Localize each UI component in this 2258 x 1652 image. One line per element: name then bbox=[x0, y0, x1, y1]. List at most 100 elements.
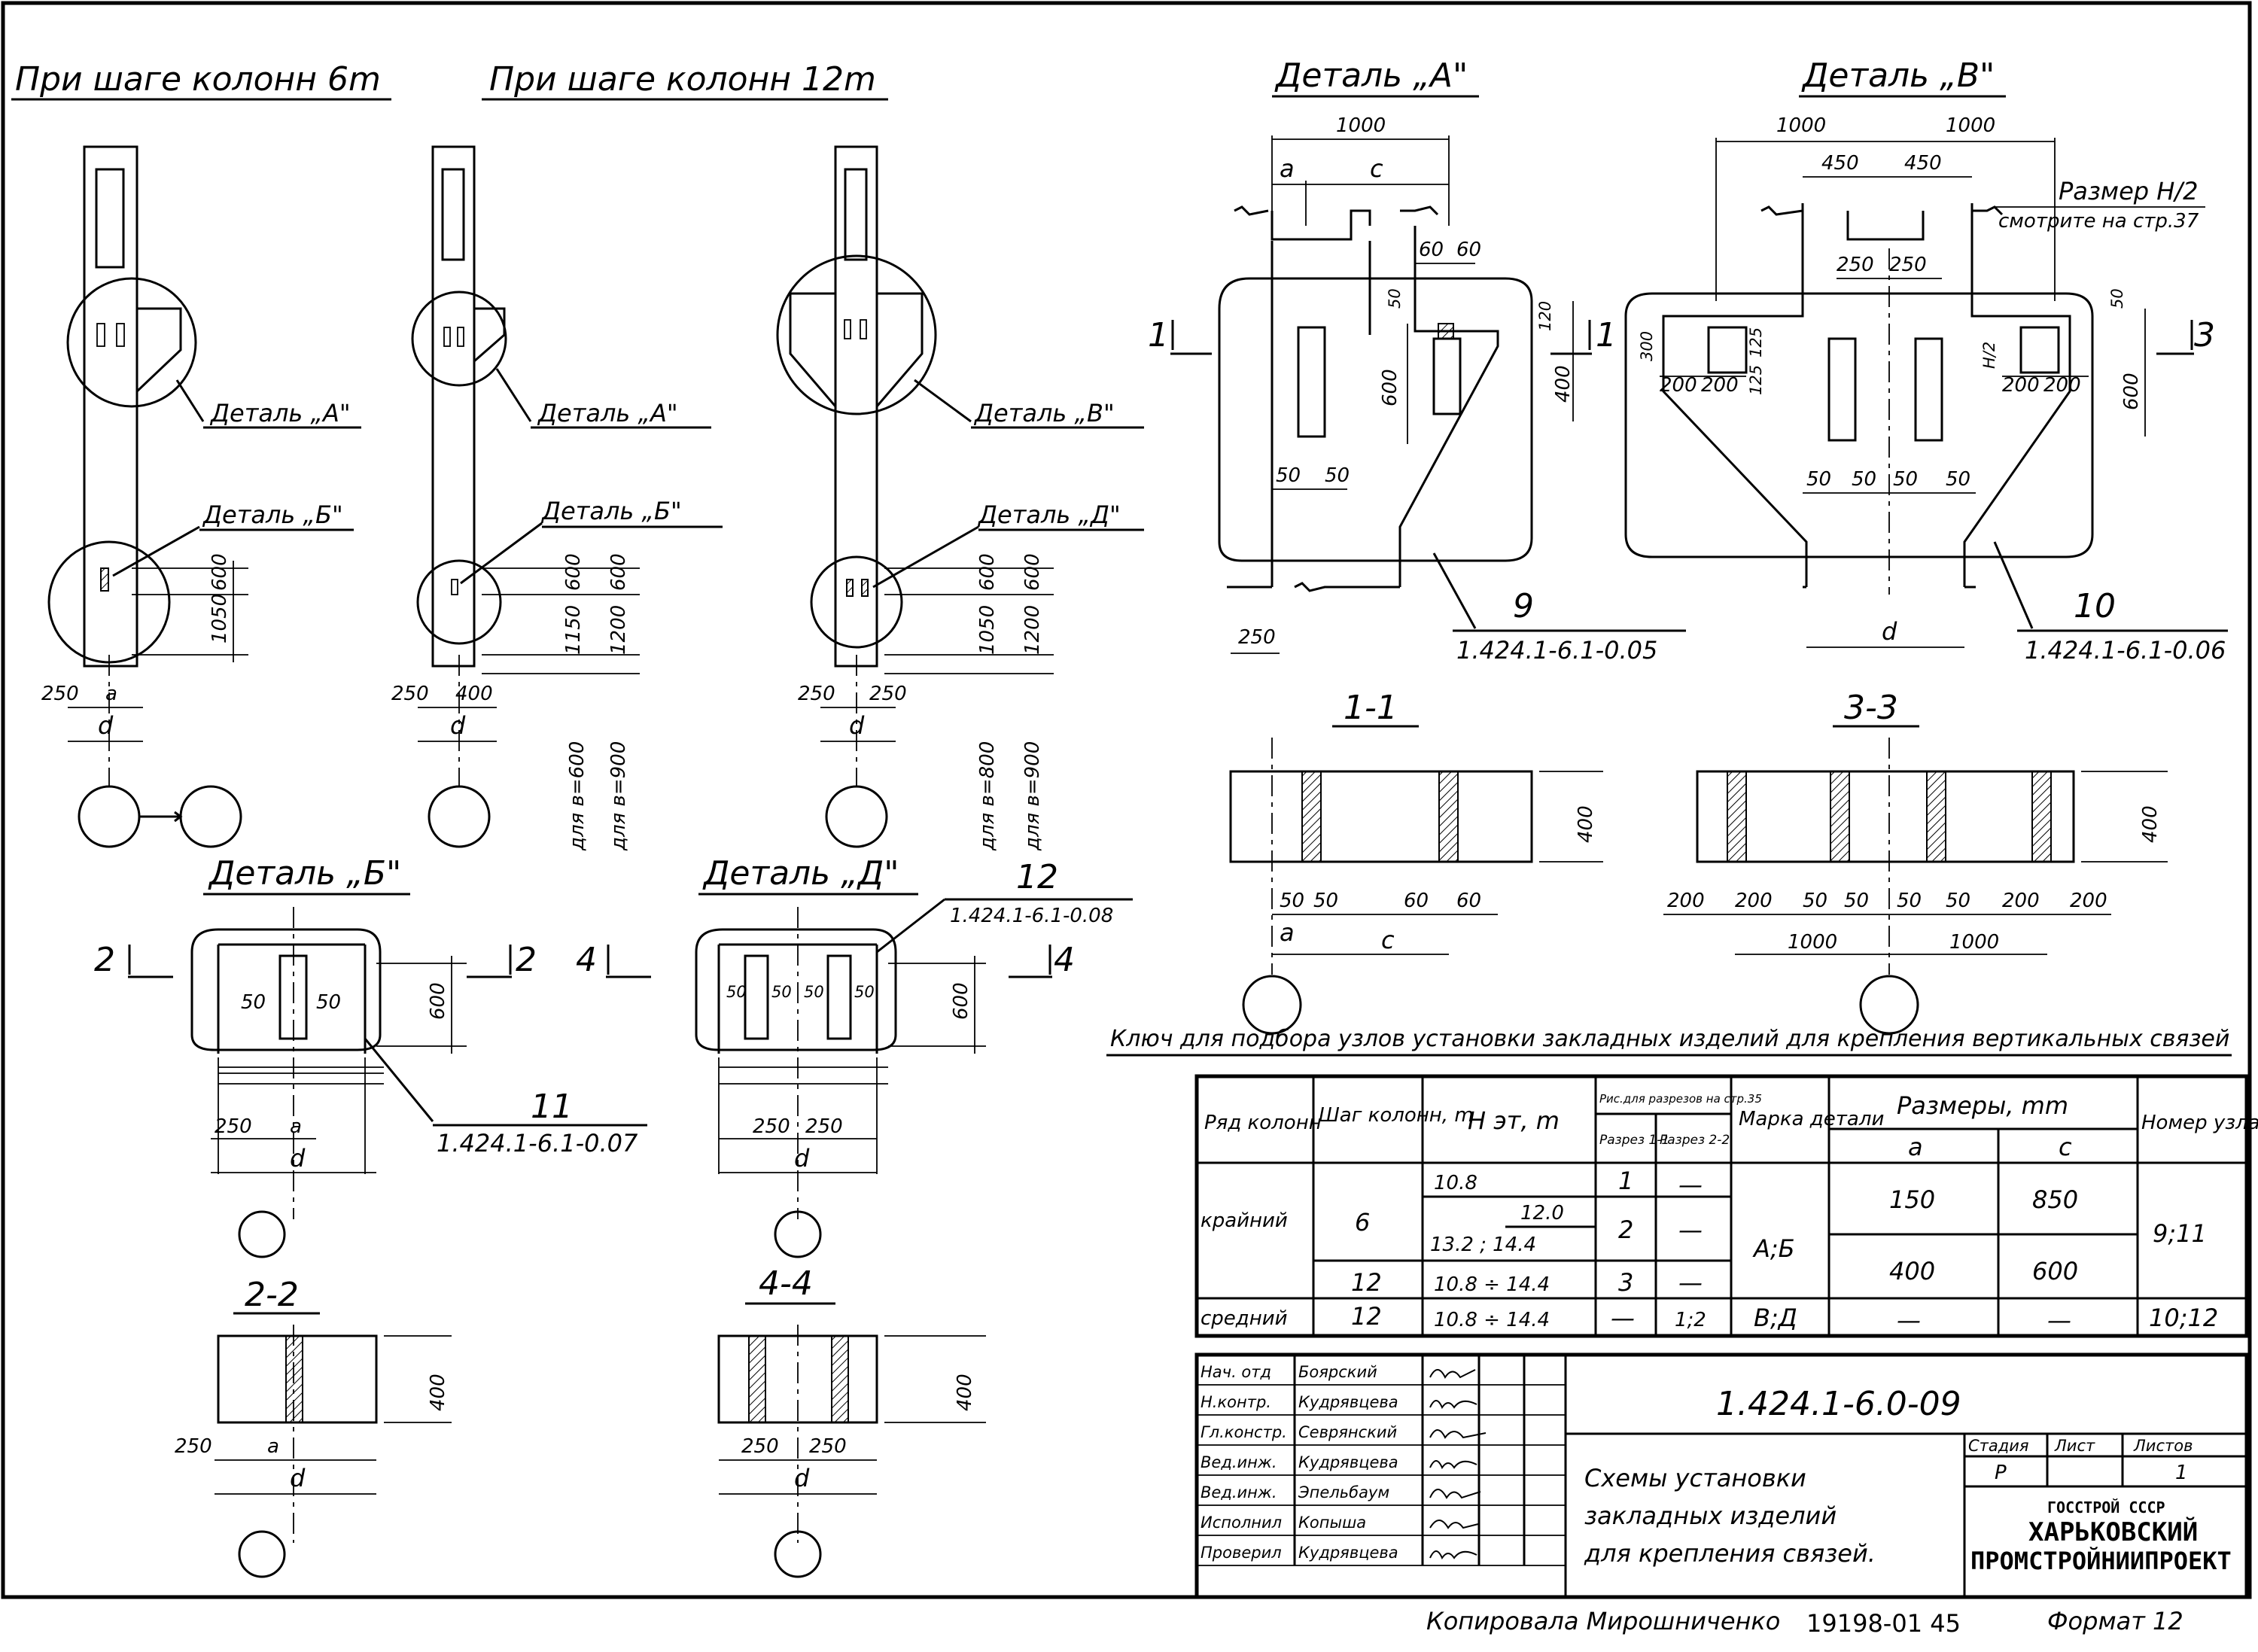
td-mark-vd: В;Д bbox=[1754, 1304, 1797, 1332]
callout-detail-v: Деталь „В" bbox=[973, 399, 1115, 427]
dim-250-detd1: 250 bbox=[753, 1115, 790, 1138]
dim-50-v: 50 bbox=[2108, 288, 2126, 309]
dim-250-v2: 250 bbox=[1889, 254, 1927, 276]
dim-250-detd2: 250 bbox=[805, 1115, 843, 1138]
callout-detail-a-2: Деталь „А" bbox=[537, 399, 678, 427]
dim-50-b2: 50 bbox=[316, 991, 341, 1014]
dim-200-v2: 200 bbox=[1701, 374, 1739, 397]
dim-50-v3: 50 bbox=[1852, 468, 1876, 491]
th-sizes: Размеры, mm bbox=[1897, 1091, 2068, 1120]
dim-1050-c1: 1050 bbox=[208, 594, 231, 643]
tb-name-5: Копыша bbox=[1298, 1514, 1366, 1532]
dim-250-s22: 250 bbox=[175, 1435, 212, 1458]
detail-b: Деталь „Б" 2 2 50 50 600 250 a d 11 1.42… bbox=[94, 854, 647, 1258]
org-line-1: ГОССТРОЙ СССР bbox=[2047, 1498, 2165, 1517]
caption-sec-3-3: 3-3 bbox=[1844, 689, 1898, 727]
td-dash3: — bbox=[1678, 1268, 1703, 1297]
callout-detail-a-1: Деталь „А" bbox=[209, 399, 351, 427]
title-block: Нач. отд Н.контр. Гл.констр. Вед.инж. Ве… bbox=[1194, 1352, 2249, 1599]
tb-role-5: Исполнил bbox=[1201, 1514, 1282, 1532]
caption-detail-a: Деталь „А" bbox=[1274, 56, 1468, 95]
dim-d-c3: d bbox=[849, 711, 865, 740]
dim-125-v2: 125 bbox=[1747, 365, 1765, 395]
td-f1: 1 bbox=[1618, 1167, 1633, 1195]
cut-1-left: 1 bbox=[1148, 316, 1169, 354]
tb-stage: Р bbox=[1995, 1462, 2007, 1484]
dim-250-deta: 250 bbox=[1238, 626, 1276, 649]
doc-title-2: закладных изделий bbox=[1584, 1501, 1837, 1530]
td-f4: — bbox=[1611, 1304, 1635, 1332]
tb-name-3: Кудрявцева bbox=[1298, 1453, 1398, 1471]
dim-600-detv: 600 bbox=[2120, 373, 2143, 410]
dim-600-detd: 600 bbox=[950, 982, 972, 1020]
td-c850: 850 bbox=[2032, 1185, 2078, 1214]
tb-sheets-h: Листов bbox=[2133, 1437, 2193, 1455]
dim-400-s44: 400 bbox=[954, 1374, 976, 1411]
tb-name-6: Кудрявцева bbox=[1298, 1544, 1398, 1562]
sheet-frame bbox=[1, 1, 2252, 1599]
dim-60-s11a: 60 bbox=[1404, 890, 1429, 912]
dim-50-s33b: 50 bbox=[1844, 890, 1869, 912]
td-f3: 3 bbox=[1618, 1268, 1633, 1297]
td-node2: 10;12 bbox=[2149, 1304, 2218, 1332]
dim-600-c1: 600 bbox=[208, 553, 231, 591]
callout-detail-b-2: Деталь „Б" bbox=[540, 497, 682, 525]
dim-d-s44: d bbox=[794, 1464, 810, 1492]
th-a: a bbox=[1908, 1133, 1923, 1161]
item-10-code: 1.424.1-6.1-0.06 bbox=[2025, 636, 2226, 665]
caption-detail-d: Деталь „Д" bbox=[702, 854, 899, 893]
note-b600: для в=600 bbox=[566, 741, 589, 851]
td-f5: 1;2 bbox=[1675, 1309, 1706, 1331]
dim-250-s44b: 250 bbox=[809, 1435, 847, 1458]
dim-450-v2: 450 bbox=[1904, 152, 1942, 175]
th-c: c bbox=[2059, 1133, 2072, 1161]
td-node1: 9;11 bbox=[2153, 1219, 2207, 1248]
dim-50-s33c: 50 bbox=[1897, 890, 1922, 912]
cut-4-left: 4 bbox=[576, 941, 597, 979]
dim-200-v4: 200 bbox=[2043, 374, 2081, 397]
dim-1200-c3: 1200 bbox=[1021, 605, 1044, 655]
dim-600-detb: 600 bbox=[427, 982, 449, 1020]
dim-200-s33a: 200 bbox=[1667, 890, 1705, 912]
dim-200-s33c: 200 bbox=[2002, 890, 2040, 912]
item-12-code: 1.424.1-6.1-0.08 bbox=[950, 905, 1113, 927]
dim-600-c2b: 600 bbox=[607, 553, 630, 591]
dim-200-v1: 200 bbox=[1660, 374, 1697, 397]
dim-50-v2: 50 bbox=[1806, 468, 1831, 491]
dim-50-d2: 50 bbox=[771, 983, 792, 1001]
dim-120-a: 120 bbox=[1536, 301, 1554, 331]
note-b900-2: для в=900 bbox=[1021, 741, 1044, 851]
dim-250-v1: 250 bbox=[1837, 254, 1874, 276]
dim-50-a3: 50 bbox=[1276, 464, 1301, 487]
dim-a-s22: a bbox=[267, 1435, 279, 1458]
dim-50-s11a: 50 bbox=[1280, 890, 1304, 912]
detail-d: Деталь „Д" 4 4 50 50 50 50 600 250 250 d bbox=[576, 854, 1133, 1258]
caption-sec-1-1: 1-1 bbox=[1344, 689, 1398, 727]
dim-d-detb: d bbox=[290, 1144, 306, 1173]
dim-60-a2: 60 bbox=[1456, 239, 1481, 261]
dim-60-s11b: 60 bbox=[1456, 890, 1481, 912]
dim-1000-v2: 1000 bbox=[1946, 114, 1995, 137]
tb-sheet-h: Лист bbox=[2054, 1437, 2095, 1455]
doc-code: 1.424.1-6.0-09 bbox=[1716, 1385, 1961, 1423]
dim-a-detb: a bbox=[290, 1115, 302, 1138]
tb-role-0: Нач. отд bbox=[1201, 1363, 1271, 1381]
tb-name-0: Боярский bbox=[1298, 1363, 1377, 1381]
th-h: H эт, m bbox=[1468, 1106, 1560, 1135]
item-11-number: 11 bbox=[531, 1088, 573, 1126]
td-h5: 10.8 ÷ 14.4 bbox=[1434, 1309, 1550, 1331]
td-s6: 6 bbox=[1355, 1208, 1370, 1237]
dim-50-d4: 50 bbox=[854, 983, 875, 1001]
td-dash2: — bbox=[1678, 1215, 1703, 1244]
section-3-3: 3-3 400 200 200 50 50 50 50 200 200 1000… bbox=[1663, 689, 2168, 1035]
dim-250-c1: 250 bbox=[41, 683, 79, 705]
dim-300-v: 300 bbox=[1638, 331, 1656, 361]
cut-4-right: 4 bbox=[1054, 941, 1075, 979]
column-scheme-12m-v: Деталь „В" Деталь „Д" 600 600 1050 1200 … bbox=[776, 145, 1144, 851]
td-a150: 150 bbox=[1889, 1185, 1935, 1214]
key-table-title: Ключ для подбора узлов установки закладн… bbox=[1110, 1026, 2229, 1052]
caption-step-12m: При шаге колонн 12m bbox=[489, 60, 876, 99]
dim-600-deta: 600 bbox=[1379, 369, 1401, 406]
dim-1000-a: 1000 bbox=[1336, 114, 1386, 137]
